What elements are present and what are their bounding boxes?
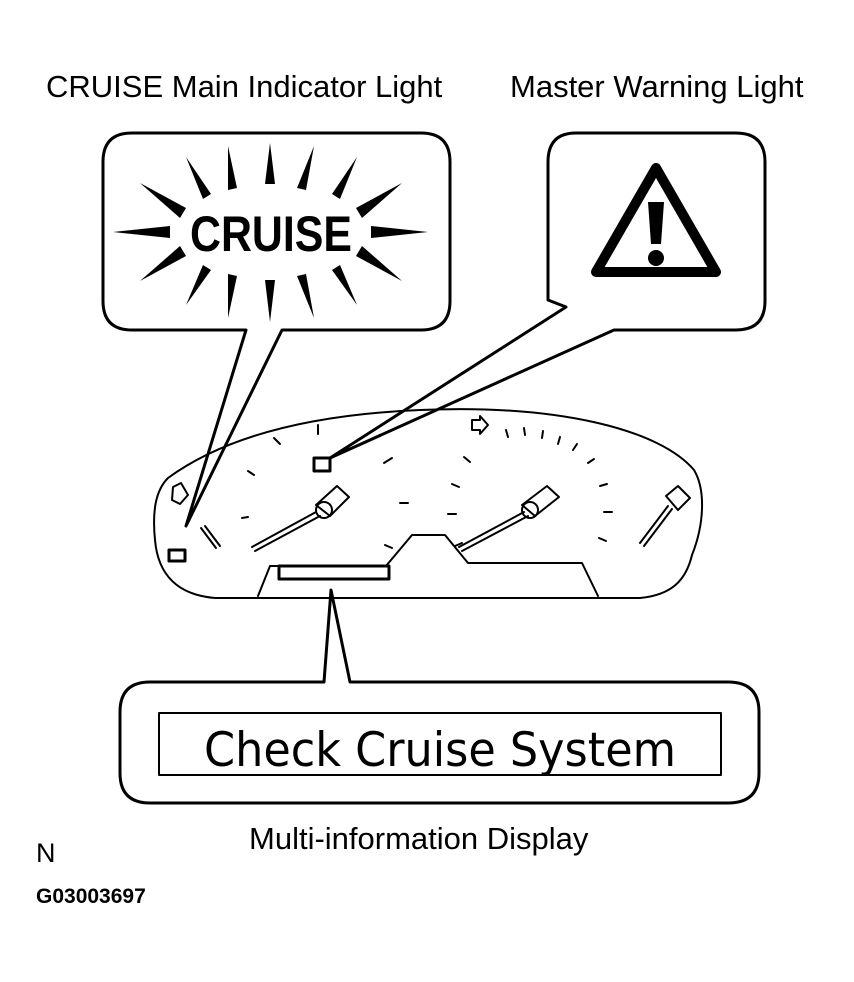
tach-arrow-icon [471,415,489,435]
multi-info-display-label: Multi-information Display [249,821,589,856]
cruise-main-indicator-label: CRUISE Main Indicator Light [46,69,443,104]
speedometer-ticks [241,424,409,549]
mid-display-window [277,564,391,581]
cruise-callout-bubble [101,131,452,528]
starburst-rays [113,143,428,322]
cluster-outline [153,408,703,599]
display-callout-bubble [118,588,761,805]
left-lamp-icon [171,482,189,505]
display-message: Check Cruise System [204,723,676,778]
speedometer-needle [251,485,350,552]
master-warning-label: Master Warning Light [510,69,804,104]
exclamation-icon [648,202,664,266]
master-warning-callout-bubble [328,131,767,460]
gauge-needle [639,485,691,547]
display-screen [158,712,722,776]
tachometer-ticks [447,427,613,547]
tachometer-needle [458,485,560,552]
cruise-indicator-square [167,548,187,563]
cruise-indicator-text: CRUISE [190,206,352,262]
master-warning-indicator-square [312,456,332,473]
figure-code: G03003697 [36,885,146,908]
north-marker: N [36,838,56,868]
warning-triangle-icon [591,163,721,277]
